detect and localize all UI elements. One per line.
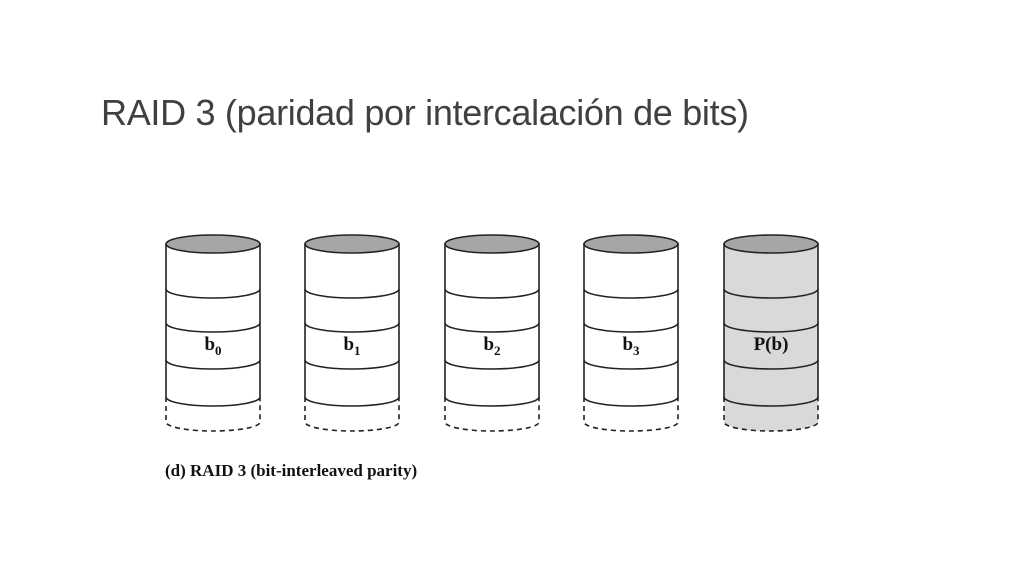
disk-top — [304, 234, 400, 254]
disk-extension-outline — [165, 397, 261, 432]
disk-body — [304, 243, 400, 407]
diagram-caption: (d) RAID 3 (bit-interleaved parity) — [165, 461, 417, 480]
slide-title: RAID 3 (paridad por intercalación de bit… — [101, 92, 749, 133]
disk-label-subscript: 3 — [633, 343, 640, 358]
data-disk-0: b0 — [165, 234, 261, 432]
disk-top — [444, 234, 540, 254]
disk-stripe-1 — [723, 322, 819, 333]
disk-label-subscript: 2 — [494, 343, 501, 358]
disk-stripe-0 — [723, 288, 819, 299]
disk-label-text: b — [622, 334, 633, 355]
disk-extension-outline — [723, 397, 819, 432]
disk-body — [165, 243, 261, 407]
disk-extension-outline — [304, 397, 400, 432]
disk-stripe-2 — [165, 359, 261, 370]
disk-stripe-0 — [165, 288, 261, 299]
disk-label-text: b — [204, 334, 215, 355]
disk-label-subscript: 1 — [354, 343, 361, 358]
disk-stripe-1 — [444, 322, 540, 333]
disk-stripe-0 — [583, 288, 679, 299]
parity-disk: P(b) — [723, 234, 819, 432]
disk-label: b3 — [622, 334, 640, 358]
disk-label-text: P(b) — [754, 334, 789, 355]
disk-body — [583, 243, 679, 407]
parity-label: P(b) — [754, 334, 789, 355]
disk-stripe-0 — [304, 288, 400, 299]
disk-stripe-2 — [444, 359, 540, 370]
disk-label-text: b — [343, 334, 354, 355]
disk-body — [444, 243, 540, 407]
disk-extension-outline — [444, 397, 540, 432]
disk-stripe-1 — [583, 322, 679, 333]
disk-top — [723, 234, 819, 254]
disk-label: b0 — [204, 334, 221, 358]
disk-stripe-0 — [444, 288, 540, 299]
disk-stripe-2 — [583, 359, 679, 370]
data-disk-2: b2 — [444, 234, 540, 432]
disk-extension-outline — [583, 397, 679, 432]
disk-label-text: b — [483, 334, 494, 355]
disk-stripe-2 — [723, 359, 819, 370]
disk-top — [583, 234, 679, 254]
data-disk-1: b1 — [304, 234, 400, 432]
disk-stripe-1 — [304, 322, 400, 333]
disk-stripe-2 — [304, 359, 400, 370]
disk-body — [723, 243, 819, 407]
disk-label-subscript: 0 — [215, 343, 222, 358]
disk-stripe-1 — [165, 322, 261, 333]
disk-label: b2 — [483, 334, 500, 358]
disk-label: b1 — [343, 334, 360, 358]
disk-top — [165, 234, 261, 254]
data-disk-3: b3 — [583, 234, 679, 432]
